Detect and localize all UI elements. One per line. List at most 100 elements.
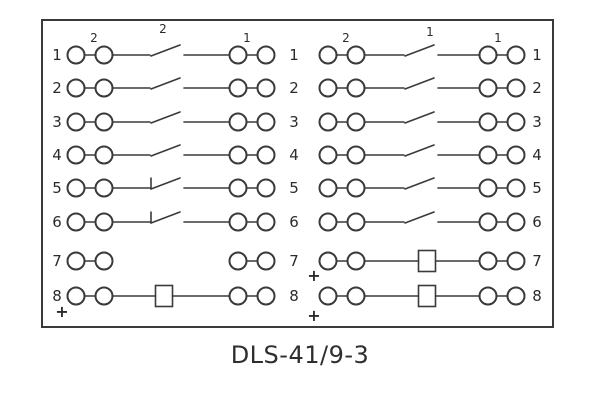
polarity-plus-mark: + [55, 302, 68, 321]
terminal-circle [256, 286, 276, 306]
terminal-circle [346, 45, 366, 65]
contact-blade [150, 111, 181, 124]
model-caption: DLS-41/9-3 [230, 341, 370, 369]
terminal-circle [346, 212, 366, 232]
terminal-circle [66, 286, 86, 306]
terminal-circle [506, 178, 526, 198]
terminal-circle [256, 145, 276, 165]
terminal-circle [318, 178, 338, 198]
contact-blade [404, 177, 435, 190]
terminal-circle [228, 112, 248, 132]
terminal-circle [346, 145, 366, 165]
terminal-circle [66, 78, 86, 98]
row-label-left: 8 [52, 287, 62, 305]
terminal-circle [94, 78, 114, 98]
terminal-circle [346, 78, 366, 98]
row-label-left: 4 [52, 146, 62, 164]
terminal-circle [228, 251, 248, 271]
row-label-middle: 3 [289, 113, 299, 131]
row-label-left: 6 [52, 213, 62, 231]
contact-blade [150, 77, 181, 90]
terminal-circle [506, 212, 526, 232]
row-label-left: 7 [52, 252, 62, 270]
terminal-circle [478, 78, 498, 98]
terminal-circle [66, 251, 86, 271]
terminal-circle [478, 112, 498, 132]
terminal-circle [94, 112, 114, 132]
row-label-left: 5 [52, 179, 62, 197]
contact-blade [404, 211, 435, 224]
terminal-circle [66, 112, 86, 132]
contact-blade [404, 44, 435, 57]
contact-blade [404, 144, 435, 157]
terminal-circle [346, 178, 366, 198]
terminal-circle [228, 212, 248, 232]
contact-blade [150, 44, 181, 57]
terminal-circle [478, 45, 498, 65]
row-label-middle: 2 [289, 79, 299, 97]
terminal-circle [256, 178, 276, 198]
row-label-middle: 4 [289, 146, 299, 164]
row-label-left: 2 [52, 79, 62, 97]
terminal-circle [256, 212, 276, 232]
terminal-circle [94, 212, 114, 232]
terminal-circle [318, 78, 338, 98]
terminal-circle [346, 112, 366, 132]
contact-terminal-number: 1 [426, 25, 434, 39]
terminal-circle [506, 78, 526, 98]
terminal-circle [228, 178, 248, 198]
terminal-circle [94, 45, 114, 65]
row-label-middle: 5 [289, 179, 299, 197]
terminal-circle [506, 145, 526, 165]
row-label-middle: 1 [289, 46, 299, 64]
row-label-right: 6 [532, 213, 542, 231]
terminal-circle [478, 251, 498, 271]
contact-blade [150, 211, 181, 224]
terminal-circle [256, 45, 276, 65]
terminal-circle [506, 251, 526, 271]
terminal-circle [506, 112, 526, 132]
contact-terminal-number: 2 [159, 22, 167, 36]
coil-box [417, 249, 437, 273]
terminal-circle [318, 212, 338, 232]
contact-blade [150, 144, 181, 157]
row-label-left: 1 [52, 46, 62, 64]
contact-terminal-number: 2 [90, 31, 98, 45]
row-label-middle: 6 [289, 213, 299, 231]
terminal-circle [94, 178, 114, 198]
terminal-circle [318, 145, 338, 165]
terminal-circle [94, 145, 114, 165]
row-label-right: 4 [532, 146, 542, 164]
terminal-circle [228, 78, 248, 98]
terminal-circle [228, 145, 248, 165]
terminal-circle [66, 212, 86, 232]
row-label-right: 1 [532, 46, 542, 64]
row-label-right: 2 [532, 79, 542, 97]
terminal-circle [256, 251, 276, 271]
terminal-circle [66, 45, 86, 65]
terminal-circle [318, 45, 338, 65]
contact-terminal-number: 1 [243, 31, 251, 45]
row-label-middle: 8 [289, 287, 299, 305]
terminal-circle [256, 78, 276, 98]
contact-blade [404, 77, 435, 90]
terminal-circle [94, 286, 114, 306]
terminal-circle [256, 112, 276, 132]
relay-case-outline [41, 19, 554, 328]
polarity-plus-mark: + [307, 266, 320, 285]
row-label-right: 5 [532, 179, 542, 197]
terminal-circle [506, 286, 526, 306]
coil-box [154, 284, 174, 308]
terminal-circle [346, 251, 366, 271]
terminal-circle [318, 251, 338, 271]
terminal-circle [506, 45, 526, 65]
row-label-right: 7 [532, 252, 542, 270]
contact-terminal-number: 2 [342, 31, 350, 45]
contact-blade [404, 111, 435, 124]
row-label-left: 3 [52, 113, 62, 131]
row-label-middle: 7 [289, 252, 299, 270]
terminal-circle [66, 145, 86, 165]
row-label-right: 3 [532, 113, 542, 131]
